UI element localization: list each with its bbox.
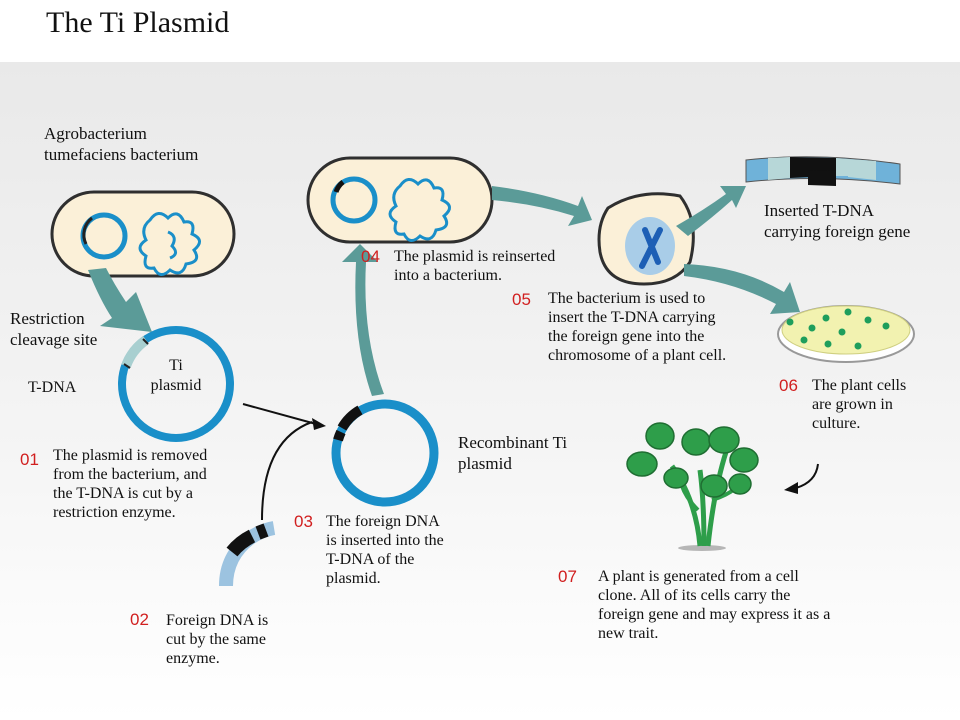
label-recombinant-plasmid: Recombinant Ti plasmid [458, 433, 568, 473]
label-ti-plasmid: Ti plasmid [150, 357, 202, 394]
step-02-text: Foreign DNA is cut by the same enzyme. [166, 612, 269, 667]
ti-plasmid [118, 326, 234, 442]
petri-dish [777, 305, 915, 363]
step-02-number: 02 [130, 610, 149, 629]
plant-cell [597, 192, 695, 286]
plant-seedling [626, 422, 759, 551]
step-05-number: 05 [512, 290, 531, 309]
step-05-text: The bacterium is used to insert the T-DN… [548, 290, 727, 364]
step-01-number: 01 [20, 450, 39, 469]
label-restriction-site: Restriction cleavage site [10, 309, 98, 349]
page-title: The Ti Plasmid [46, 6, 230, 39]
label-agrobacterium: Agrobacterium tumefaciens bacterium [44, 124, 199, 164]
step-06-number: 06 [779, 376, 798, 395]
arrow-cell-to-petri [684, 264, 800, 314]
step-03-number: 03 [294, 512, 313, 531]
arrow-bacterium-to-cell [492, 186, 592, 226]
bacterium-recombinant [306, 156, 494, 244]
bacterium-agrobacterium [50, 190, 236, 278]
arrow-plasmid-to-bacterium [342, 244, 384, 396]
step-03-text: The foreign DNA is inserted into the T-D… [326, 513, 444, 587]
recombinant-plasmid [331, 399, 439, 507]
step-04-number: 04 [361, 247, 380, 266]
arrow-cut-to-recombinant [242, 403, 317, 425]
title-bar: The Ti Plasmid [0, 0, 960, 60]
arrow-cell-to-tdna [676, 186, 746, 236]
step-01-text: The plasmid is removed from the bacteriu… [53, 447, 208, 521]
step-04-text: The plasmid is reinserted into a bacteri… [394, 248, 556, 284]
label-inserted-tdna: Inserted T-DNA carrying foreign gene [764, 201, 911, 241]
step-07-text: A plant is generated from a cell clone. … [598, 568, 831, 642]
step-07-number: 07 [558, 567, 577, 586]
label-tdna: T-DNA [28, 379, 77, 396]
arrow-culture-to-plant [795, 463, 819, 489]
foreign-dna-fragment [219, 521, 276, 587]
step-06-text: The plant cells are grown in culture. [812, 377, 907, 432]
arrow-bacterium-to-plasmid [88, 268, 152, 332]
inserted-tdna-strip [745, 156, 901, 186]
